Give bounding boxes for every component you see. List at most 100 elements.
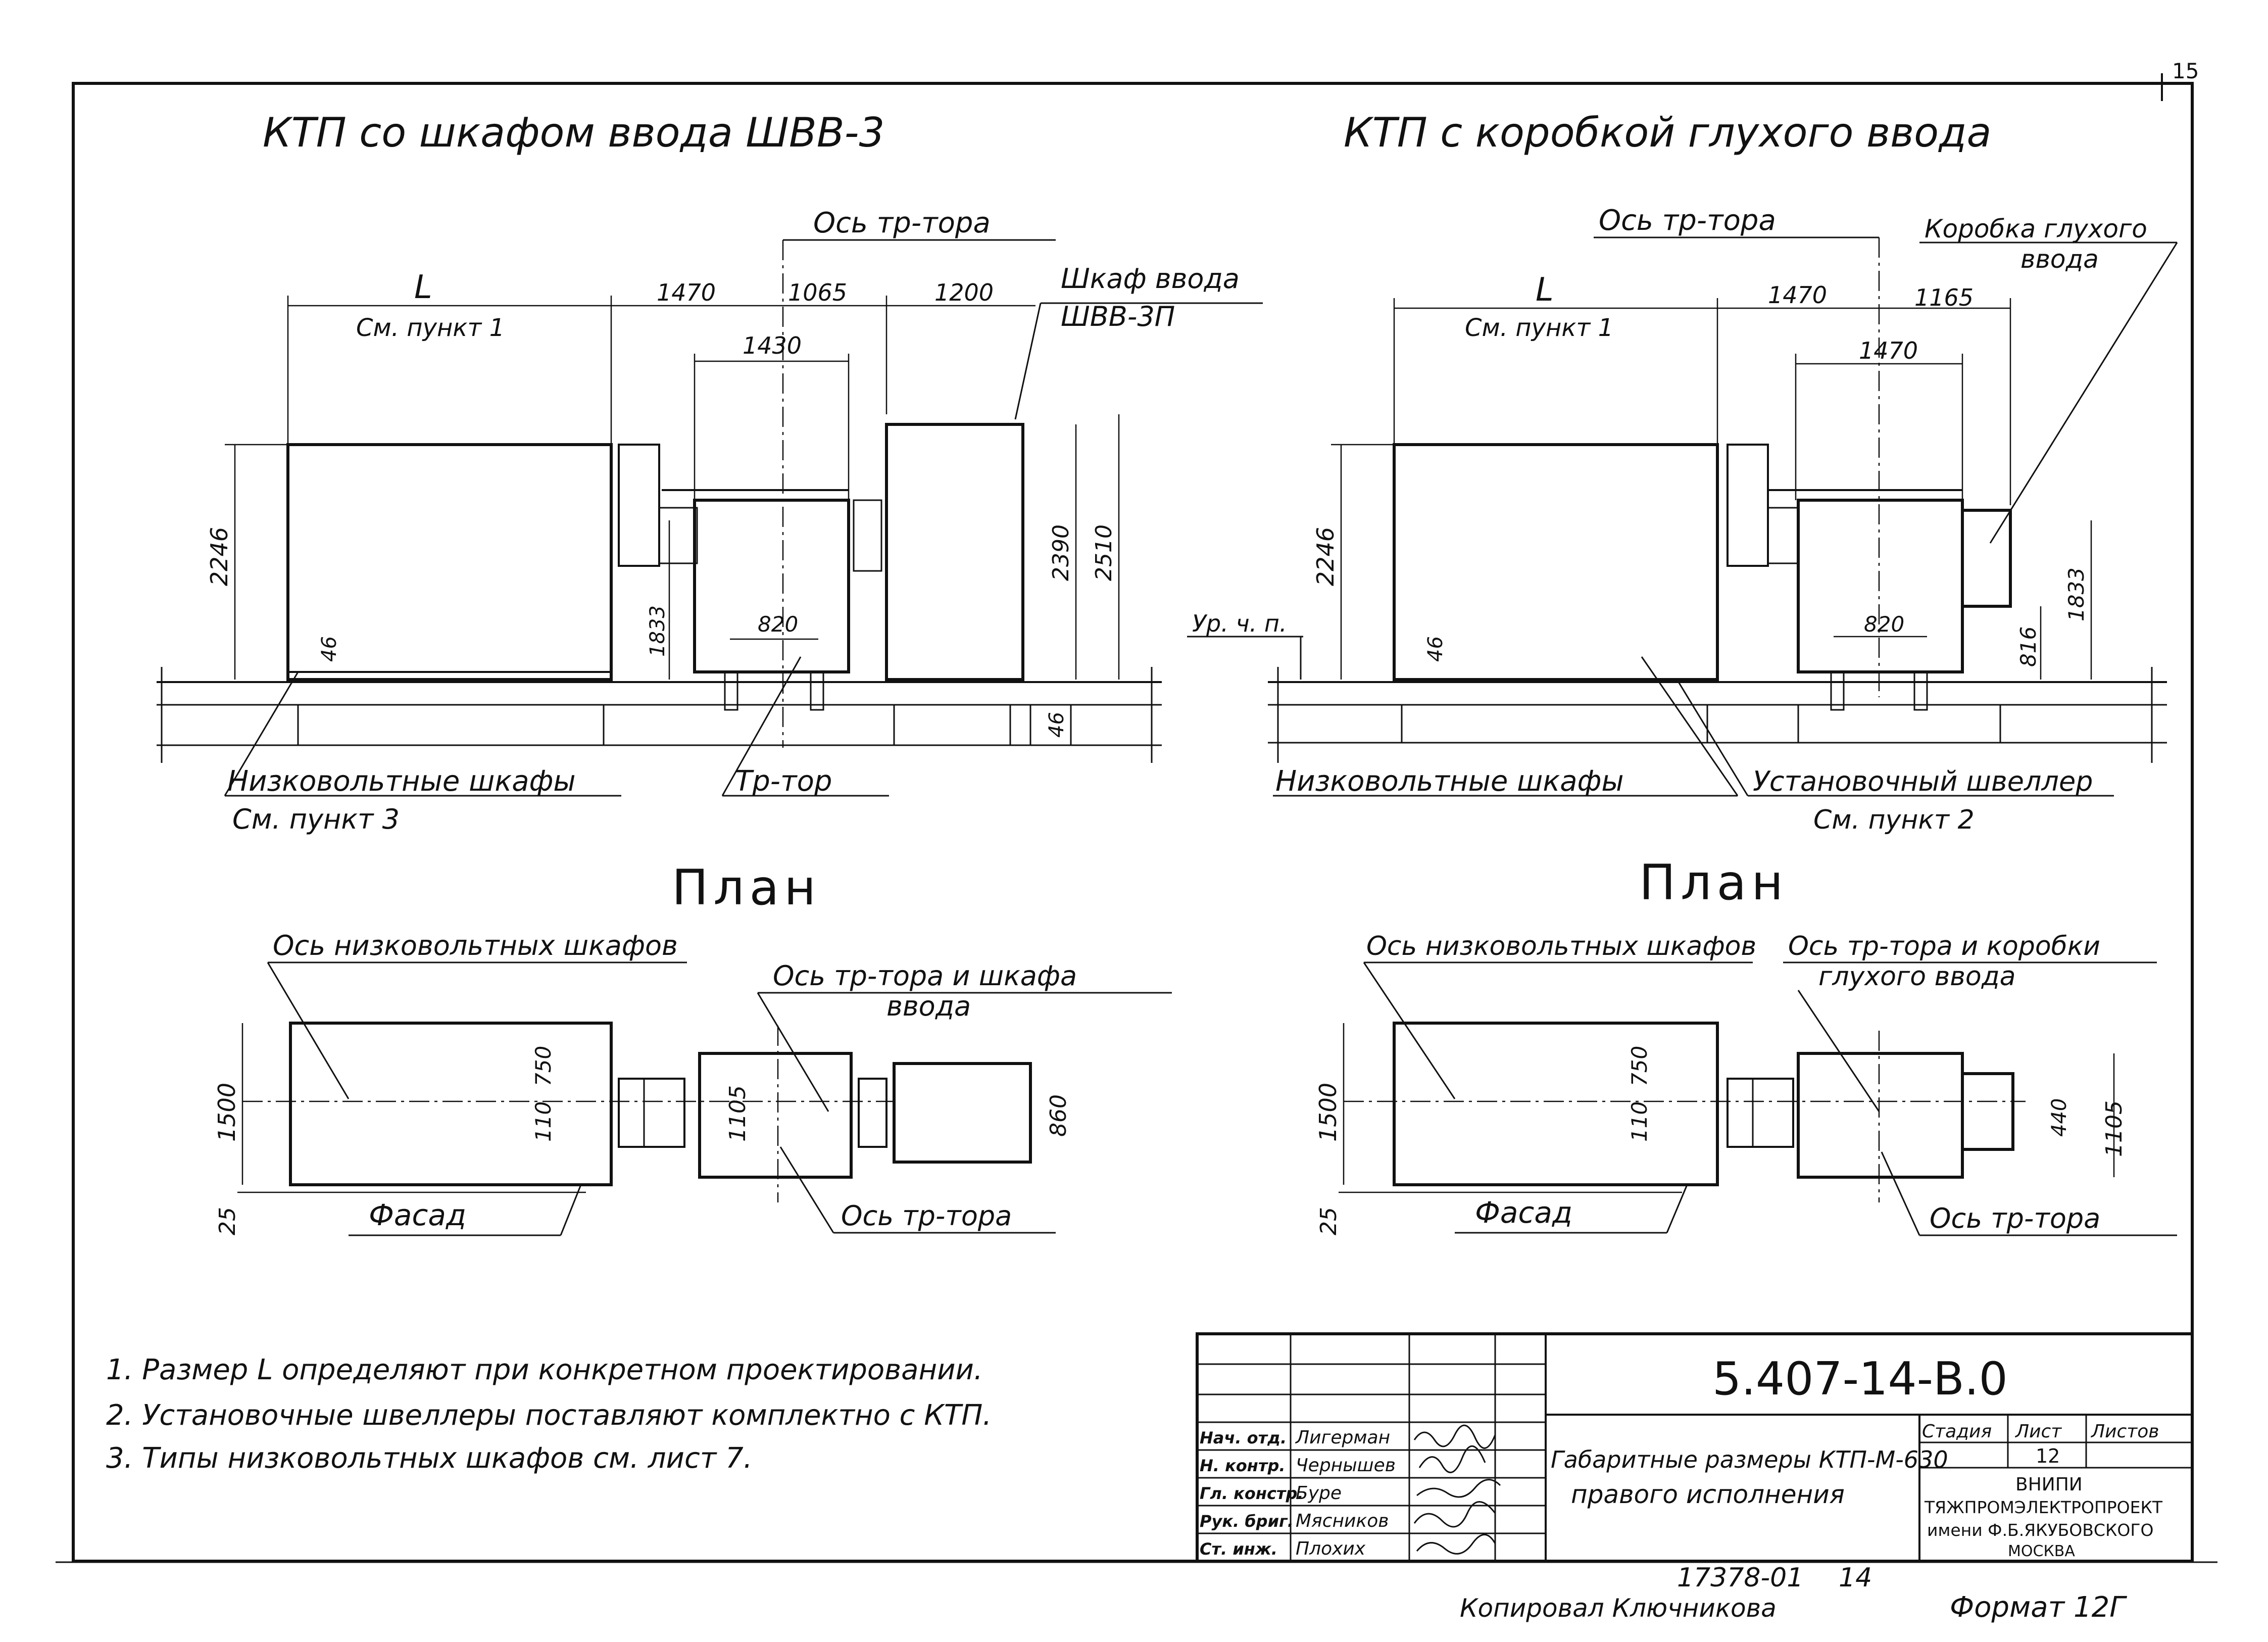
right-connector-duct (1767, 507, 1799, 564)
signer-name: Плохих (1296, 1538, 1366, 1559)
right-plan-dim-440: 440 (2048, 1098, 2071, 1137)
left-transformer-wheel (724, 671, 738, 711)
sheet-frame (72, 82, 2194, 1563)
left-transformer (693, 499, 850, 673)
footer-format: Формат 12Г (1950, 1591, 2127, 1624)
right-label-channel: Установочный швеллер (1753, 765, 2093, 797)
right-plan-title: План (1639, 854, 1788, 911)
right-floor-label: Ур. ч. п. (1192, 610, 1287, 637)
signer-name: Чернышев (1296, 1455, 1396, 1476)
left-plan-dim-860: 860 (1046, 1094, 1071, 1137)
left-dim-1065: 1065 (788, 279, 847, 306)
note-3: 3. Типы низковольтных шкафов см. лист 7. (106, 1442, 753, 1475)
left-dim-2510: 2510 (1091, 524, 1117, 581)
right-plan-dim-110: 110 (1627, 1101, 1652, 1142)
left-plan-transformer (698, 1052, 853, 1179)
plan-leader (267, 962, 350, 1099)
right-connector (1727, 444, 1769, 567)
signature (1418, 1445, 1486, 1473)
right-transformer (1797, 499, 1964, 673)
right-lv-cabinet (1393, 443, 1719, 681)
signature (1413, 1501, 1496, 1528)
title-block: 5.407-14-В.0 Габаритные размеры КТП-М-63… (1196, 1332, 2194, 1563)
box-callout-leader (1989, 242, 2178, 544)
left-plan-axis-bottom: Ось тр-тора (841, 1200, 1012, 1232)
right-dim-46: 46 (1424, 636, 1447, 662)
note-2: 2. Установочные швеллеры поставляют комп… (106, 1399, 992, 1432)
right-plan-axis-tr-2: глухого ввода (1818, 961, 2016, 992)
right-plan-transformer (1797, 1052, 1964, 1179)
left-plan: План Ось низковольтных шкафов Ось тр-тор… (213, 859, 1172, 1236)
signature (1413, 1424, 1496, 1449)
left-dim-L: L (414, 269, 432, 306)
right-box-callout-1: Коробка глухого (1925, 214, 2147, 244)
left-lv-cabinet (286, 443, 613, 681)
right-plan-connector (1727, 1078, 1794, 1148)
plan-leader (1363, 962, 1456, 1099)
callout-leader (1014, 303, 1042, 420)
org-3: имени Ф.Б.ЯКУБОВСКОГО (1927, 1520, 2153, 1540)
title-block-frame (1196, 1332, 2194, 1563)
left-dim-820: 820 (758, 612, 798, 637)
signer-role: Ст. инж. (1200, 1539, 1277, 1559)
right-axis-label: Ось тр-тора (1599, 204, 1776, 237)
right-plan: План Ось низковольтных шкафов Ось тр-тор… (1314, 854, 2177, 1236)
left-dim-L-note: См. пункт 1 (356, 314, 505, 342)
col-stage: Стадия (1922, 1421, 1992, 1442)
left-cabinet-callout-1: Шкаф ввода (1061, 263, 1240, 295)
right-box-callout-2: ввода (2020, 245, 2099, 274)
signer-name: Буре (1296, 1483, 1342, 1504)
signer-role: Гл. констр. (1200, 1484, 1304, 1503)
right-dim-816: 816 (2016, 626, 2041, 667)
right-dim-L: L (1536, 271, 1554, 309)
left-plan-dim-750: 750 (531, 1046, 556, 1086)
sheet-number: 15 (2172, 59, 2199, 83)
signature (1416, 1534, 1496, 1555)
right-dim-820: 820 (1864, 612, 1904, 637)
signer-role: Н. контр. (1200, 1456, 1286, 1475)
left-plan-dim-1105: 1105 (725, 1085, 751, 1142)
signer-name: Лигерман (1295, 1427, 1390, 1448)
left-label-lv: Низковольтные шкафы (227, 765, 576, 798)
doc-code: 5.407-14-В.0 (1712, 1353, 2008, 1406)
left-connector (618, 444, 660, 567)
left-dim-2246: 2246 (206, 527, 233, 586)
axis-bottom-leader (779, 1146, 834, 1233)
right-elevation: Ось тр-тора Коробка глухого ввода L См. … (1187, 204, 2178, 835)
footer-copied: Копировал Ключникова (1460, 1593, 1777, 1623)
left-transformer-wheel (810, 671, 824, 711)
left-plan-dim-1500: 1500 (213, 1083, 240, 1142)
right-label-channel-note: См. пункт 2 (1813, 805, 1975, 835)
left-plan-flange (858, 1078, 888, 1148)
left-plan-cabinet (893, 1062, 1032, 1164)
channel-leader (1676, 679, 1749, 796)
right-plan-axis-lv: Ось низковольтных шкафов (1366, 931, 1756, 961)
right-dim-2246: 2246 (1312, 527, 1339, 586)
tr-leader (721, 656, 802, 796)
footer-page: 14 (1839, 1563, 1872, 1593)
doc-title-1: Габаритные размеры КТП-М-630 (1551, 1446, 1948, 1473)
left-title: КТП со шкафом ввода ШВВ-3 (263, 109, 884, 156)
axis-bottom-leader (1881, 1151, 1920, 1236)
left-dim-46a: 46 (318, 636, 341, 662)
signer-role: Рук. бриг. (1200, 1512, 1294, 1531)
left-dim-1833: 1833 (646, 605, 669, 657)
left-plan-connector (618, 1078, 685, 1148)
left-dim-1470: 1470 (657, 279, 716, 306)
right-dim-1833: 1833 (2064, 567, 2089, 621)
plan-leader (1797, 990, 1880, 1112)
doc-title-2: правого исполнения (1571, 1480, 1845, 1509)
lv-leader (224, 671, 299, 796)
right-plan-lv (1393, 1022, 1719, 1186)
facade-leader (560, 1184, 582, 1236)
right-plan-terminal-box (1961, 1072, 2014, 1151)
left-label-tr: Тр-тор (735, 765, 832, 798)
left-plan-axis-lv: Ось низковольтных шкафов (273, 930, 678, 961)
left-connector-duct (658, 507, 698, 564)
note-1: 1. Размер L определяют при конкретном пр… (106, 1354, 983, 1386)
left-axis-label: Ось тр-тора (813, 207, 991, 239)
left-plan-facade: Фасад (369, 1198, 466, 1232)
org-2: ТЯЖПРОМЭЛЕКТРОПРОЕКТ (1924, 1498, 2163, 1517)
sheet-no: 12 (2036, 1445, 2060, 1467)
